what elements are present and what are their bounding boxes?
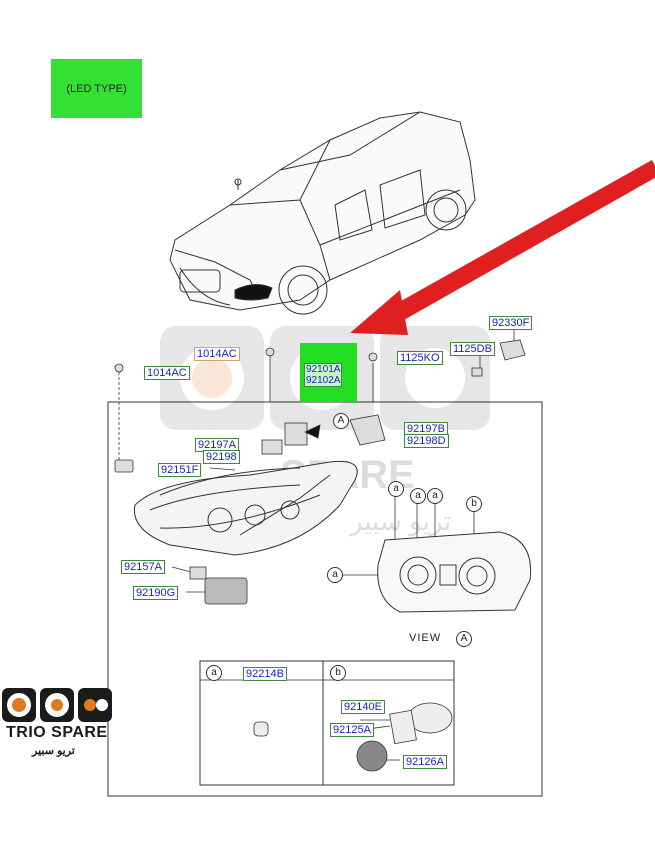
car-illustration xyxy=(169,111,476,315)
small-parts xyxy=(114,339,526,605)
inset-frame xyxy=(199,660,455,786)
part-label-92198[interactable]: 92198 xyxy=(203,450,240,464)
part-number-92102A: 92102A xyxy=(306,375,341,386)
part-label-92198D[interactable]: 92198D xyxy=(404,434,449,448)
part-label-92151F[interactable]: 92151F xyxy=(158,463,202,477)
part-label-92140E[interactable]: 92140E xyxy=(341,700,385,714)
callout-b-1: b xyxy=(466,496,482,512)
inset-callout-a: a xyxy=(206,665,222,681)
callout-A-top: A xyxy=(333,413,349,429)
headlamp-drawing xyxy=(133,460,358,556)
bulb-socket-part xyxy=(253,721,269,737)
led-cap-parts xyxy=(356,702,453,772)
headlamp-rear-view xyxy=(377,531,532,613)
part-number-92101A: 92101A xyxy=(306,364,341,375)
callout-a-3: a xyxy=(427,488,443,504)
callout-a-2: a xyxy=(410,488,426,504)
led-type-badge: (LED TYPE) xyxy=(51,59,142,118)
part-label-92125A[interactable]: 92125A xyxy=(330,723,374,737)
callout-A-view: A xyxy=(456,631,472,647)
part-label-1125DB[interactable]: 1125DB xyxy=(450,342,495,356)
highlight-part-numbers[interactable]: 92101A 92102A xyxy=(304,363,343,387)
part-label-92126A[interactable]: 92126A xyxy=(403,755,447,769)
main-frame xyxy=(107,401,543,797)
part-label-1125KO[interactable]: 1125KO xyxy=(397,351,443,365)
view-label: VIEW xyxy=(409,632,442,644)
part-label-92214B[interactable]: 92214B xyxy=(243,667,287,681)
callout-a-4: a xyxy=(327,567,343,583)
part-label-1014AC-top[interactable]: 1014AC xyxy=(194,347,240,361)
callout-a-1: a xyxy=(388,481,404,497)
inset-callout-b: b xyxy=(330,665,346,681)
brand-name-arabic: تريو سبير xyxy=(32,745,75,757)
part-label-92330F[interactable]: 92330F xyxy=(489,316,533,330)
part-label-92157A[interactable]: 92157A xyxy=(121,560,165,574)
brand-name: TRIO SPARE xyxy=(6,724,108,741)
red-arrow-graphic xyxy=(350,160,655,335)
trio-spare-logo xyxy=(2,688,112,722)
svg-text:تريو سبير: تريو سبير xyxy=(348,506,451,537)
part-label-92190G[interactable]: 92190G xyxy=(133,586,179,600)
part-label-1014AC-left[interactable]: 1014AC xyxy=(144,366,190,380)
